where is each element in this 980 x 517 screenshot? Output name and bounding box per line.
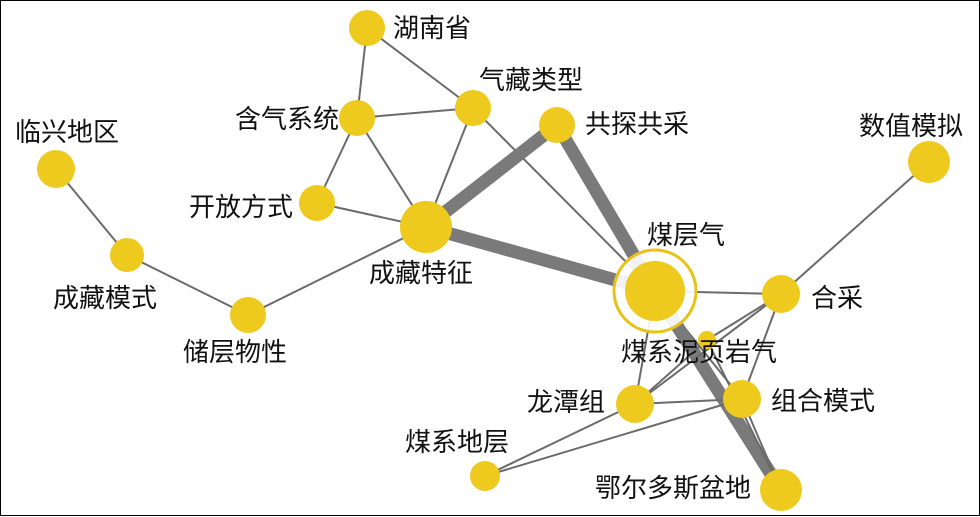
node-label-gas_system: 含气系统 [235,105,339,135]
edge-numerical-co_prod [780,161,930,295]
node-label-coal_strata: 煤系地层 [405,428,509,458]
node-longtan[interactable] [616,385,654,423]
node-label-co_explore: 共探共采 [585,110,689,140]
node-label-shale_gas: 煤系泥页岩气 [621,338,777,368]
node-linxing[interactable] [37,150,75,188]
edge-hunan-gas_type [366,27,474,109]
edge-storage-reservoir [247,226,427,316]
node-label-linxing: 临兴地区 [15,118,119,148]
node-label-storage: 储层物性 [183,338,287,368]
node-reservoir[interactable] [400,201,452,253]
nodes-layer [37,10,950,511]
edge-co_prod-longtan [634,293,782,405]
node-gas_system[interactable] [339,100,375,136]
node-hunan[interactable] [349,10,385,46]
node-label-numerical: 数值模拟 [859,112,963,142]
node-combo_mode[interactable] [723,380,761,418]
node-label-hunan: 湖南省 [393,14,471,44]
edge-res_mode-storage [126,254,249,316]
node-label-combo_mode: 组合模式 [771,387,875,417]
edge-gas_system-gas_type [356,107,474,119]
node-label-res_mode: 成藏模式 [53,284,157,314]
node-ordos[interactable] [760,469,802,511]
node-co_prod[interactable] [762,275,800,313]
node-label-cbm: 煤层气 [647,221,725,251]
edges-layer [55,27,930,494]
edge-longtan-coal_strata [484,403,636,477]
node-label-longtan: 龙潭组 [527,388,605,418]
edge-co_explore-reservoir [422,119,561,233]
node-gas_type[interactable] [455,90,491,126]
node-cbm[interactable] [625,261,685,321]
node-co_explore[interactable] [539,107,575,143]
node-numerical[interactable] [908,141,950,183]
node-open_mode[interactable] [299,185,335,221]
node-coal_strata[interactable] [470,461,500,491]
edge-combo_mode-coal_strata [484,398,743,477]
node-label-reservoir: 成藏特征 [369,259,473,289]
node-label-ordos: 鄂尔多斯盆地 [595,474,751,504]
node-storage[interactable] [230,297,266,333]
edge-gas_type-cbm [472,107,656,292]
node-label-open_mode: 开放方式 [189,193,293,223]
node-label-gas_type: 气藏类型 [479,66,583,96]
node-shale_gas[interactable] [698,331,716,349]
node-res_mode[interactable] [110,238,144,272]
node-label-co_prod: 合采 [811,284,863,314]
